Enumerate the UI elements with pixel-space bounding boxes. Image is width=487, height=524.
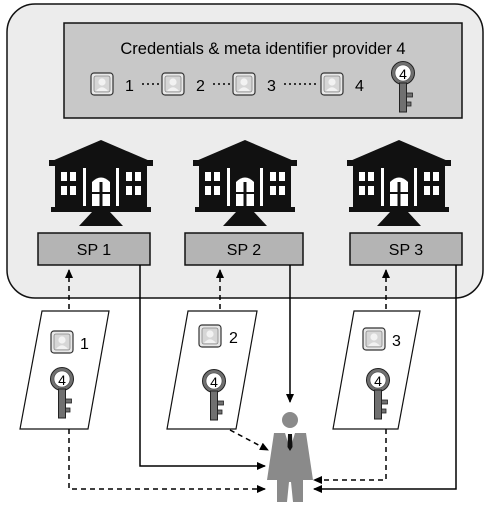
provider-credential-3-label: 3 xyxy=(267,78,276,95)
user-card-2-credential-label: 2 xyxy=(229,330,238,347)
sp-label-3: SP 3 xyxy=(389,242,424,259)
sp-box-1: SP 1 xyxy=(37,232,151,266)
provider-credential-3 xyxy=(232,72,256,96)
user-card-1-credential-icon xyxy=(50,330,74,354)
person-icon xyxy=(267,412,313,502)
provider-credential-1-label: 1 xyxy=(125,78,134,95)
dashed-arrow-card1-to-user xyxy=(68,429,266,493)
sp-box-3: SP 3 xyxy=(349,232,463,266)
solid-arrow-sp1-to-user xyxy=(139,265,266,470)
sp-label-2: SP 2 xyxy=(227,242,262,259)
provider-credential-4-label: 4 xyxy=(355,78,364,95)
provider-title: Credentials & meta identifier provider 4 xyxy=(120,40,405,58)
dashed-arrow-card3-to-user xyxy=(313,429,387,484)
identity-provider-box: Credentials & meta identifier provider 4… xyxy=(63,22,463,119)
user-card-1-key-number: 4 xyxy=(58,372,66,388)
user-card-3-credential-label: 3 xyxy=(392,333,401,350)
user-card-3-credential-icon xyxy=(362,327,386,351)
user-card-3: 3 4 xyxy=(332,310,421,430)
user-card-1: 1 4 xyxy=(19,310,110,430)
user-card-2-credential-icon xyxy=(198,324,222,348)
provider-credential-2-label: 2 xyxy=(196,78,205,95)
sp-label-1: SP 1 xyxy=(77,242,112,259)
sp-box-2: SP 2 xyxy=(184,232,304,266)
provider-credential-4 xyxy=(320,72,344,96)
user-card-3-key-number: 4 xyxy=(374,373,382,389)
user-card-1-credential-label: 1 xyxy=(80,336,89,353)
user-card-2: 2 4 xyxy=(166,310,258,430)
provider-credential-2 xyxy=(161,72,185,96)
user-card-2-key-number: 4 xyxy=(210,374,218,390)
solid-arrow-sp3-to-user xyxy=(313,265,457,493)
provider-key-number: 4 xyxy=(399,66,407,82)
provider-credential-1 xyxy=(90,72,114,96)
dashed-arrow-card2-to-user xyxy=(229,429,269,451)
